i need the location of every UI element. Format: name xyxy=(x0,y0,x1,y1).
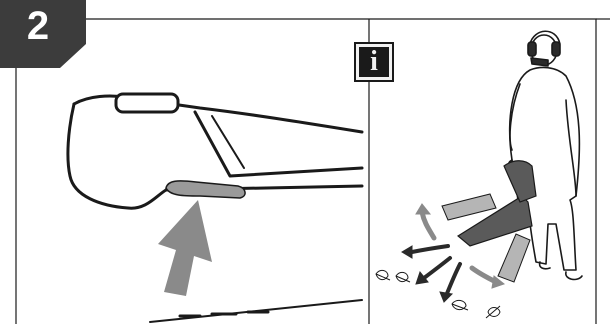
handle-closeup xyxy=(66,92,364,323)
step-number: 2 xyxy=(26,4,50,48)
leaf-blower xyxy=(456,160,537,247)
info-letter: i xyxy=(370,46,378,77)
info-icon-fill: i xyxy=(359,47,389,77)
sweep-arrows xyxy=(401,203,506,303)
step-badge: 2 xyxy=(0,0,86,68)
lift-arrow xyxy=(158,200,212,296)
badge-shape xyxy=(0,0,86,68)
leaf-icon xyxy=(375,269,501,319)
ghost-blower-left xyxy=(441,193,497,221)
trigger-grip xyxy=(165,180,246,199)
ghost-blower-right xyxy=(497,233,531,283)
info-icon: i xyxy=(354,42,394,82)
operator-figure xyxy=(507,30,583,281)
